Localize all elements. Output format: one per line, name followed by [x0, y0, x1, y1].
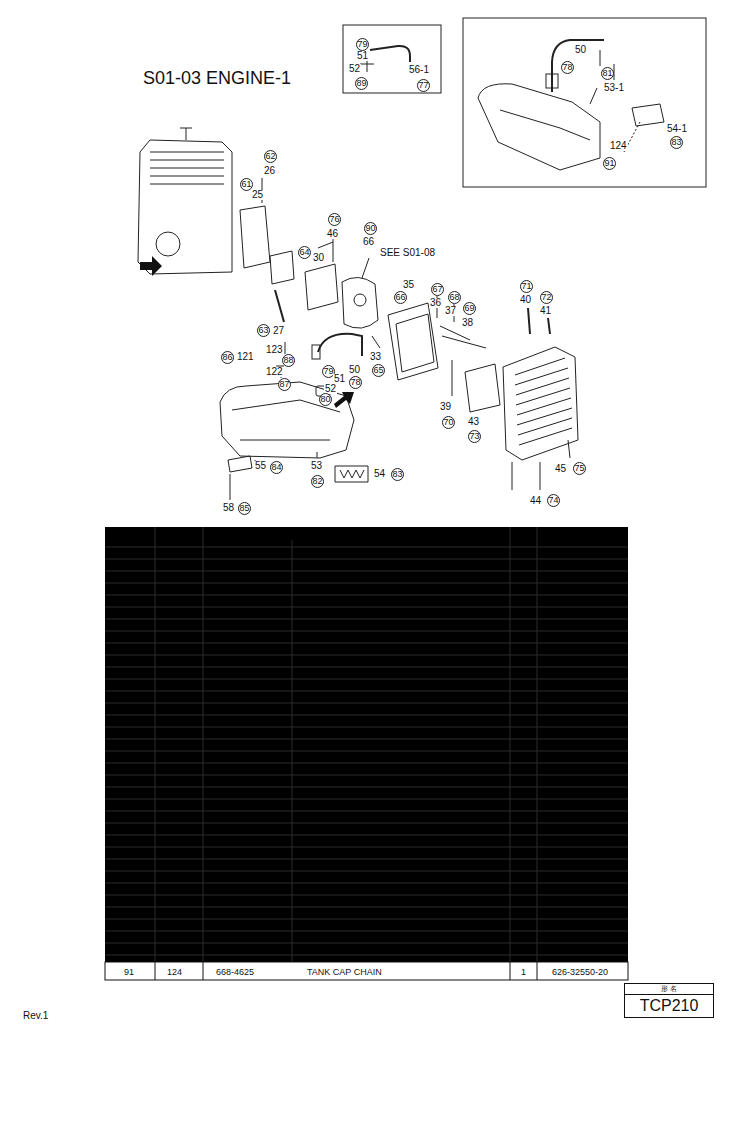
callout-number: 77 — [417, 79, 430, 92]
part-label: 50 — [348, 365, 361, 375]
part-label: 30 — [312, 253, 325, 263]
page-title: S01-03 ENGINE-1 — [143, 68, 291, 89]
callout-number: 82 — [311, 475, 324, 488]
part-label: 39 — [439, 402, 452, 412]
part-label: 41 — [539, 306, 552, 316]
part-label: 121 — [236, 352, 255, 362]
callout-number: 64 — [298, 246, 311, 259]
callout-number: 74 — [547, 494, 560, 507]
callout-number: 70 — [442, 416, 455, 429]
part-label: 123 — [265, 345, 284, 355]
part-label: 55 — [254, 461, 267, 471]
callout-number: 83 — [670, 136, 683, 149]
part-label: 45 — [554, 464, 567, 474]
callout-number: 62 — [264, 150, 277, 163]
part-label: 53-1 — [603, 83, 625, 93]
model-box: 形 名TCP210 — [624, 983, 714, 1018]
callout-number: 89 — [355, 77, 368, 90]
part-label: 35 — [402, 280, 415, 290]
callout-number: 79 — [356, 38, 369, 51]
callout-number: 81 — [601, 67, 614, 80]
inset-frame — [343, 25, 441, 93]
part-label: 53 — [310, 461, 323, 471]
callout-number: 80 — [319, 393, 332, 406]
part-label: 46 — [326, 229, 339, 239]
table-cell: TANK CAP CHAIN — [307, 968, 382, 977]
callout-number: 71 — [520, 280, 533, 293]
part-label: 122 — [265, 367, 284, 377]
parts-table — [105, 527, 628, 962]
part-label: SEE S01-08 — [379, 248, 436, 258]
part-label: 58 — [222, 503, 235, 513]
part-label: 124 — [609, 141, 628, 151]
callout-number: 91 — [603, 157, 616, 170]
callout-number: 76 — [328, 213, 341, 226]
part-label: 25 — [251, 190, 264, 200]
part-label: 51 — [356, 51, 369, 61]
table-cell: 91 — [124, 968, 134, 977]
table-cell: 1 — [521, 968, 526, 977]
callout-number: 88 — [282, 354, 295, 367]
part-label: 33 — [369, 352, 382, 362]
part-label: 27 — [272, 326, 285, 336]
part-label: 66 — [362, 237, 375, 247]
part-label: 44 — [529, 496, 542, 506]
callout-number: 78 — [349, 376, 362, 389]
part-label: 54-1 — [666, 124, 688, 134]
part-label: 37 — [444, 306, 457, 316]
callout-number: 65 — [372, 364, 385, 377]
part-label: 26 — [263, 166, 276, 176]
table-cell: 124 — [167, 968, 182, 977]
callout-number: 86 — [221, 351, 234, 364]
part-label: 43 — [467, 417, 480, 427]
part-label: 40 — [519, 295, 532, 305]
callout-number: 69 — [463, 302, 476, 315]
callout-number: 75 — [573, 462, 586, 475]
part-label: 36 — [429, 298, 442, 308]
part-label: 54 — [373, 469, 386, 479]
part-label: 56-1 — [408, 65, 430, 75]
part-label: Rev.1 — [22, 1011, 49, 1021]
callout-number: 84 — [270, 461, 283, 474]
callout-number: 90 — [364, 222, 377, 235]
part-label: 52 — [348, 64, 361, 74]
callout-number: 67 — [431, 283, 444, 296]
callout-number: 73 — [468, 430, 481, 443]
model-name: TCP210 — [625, 995, 713, 1017]
callout-number: 78 — [561, 61, 574, 74]
callout-number: 87 — [278, 378, 291, 391]
part-label: 38 — [461, 318, 474, 328]
callout-number: 63 — [257, 324, 270, 337]
part-label: 50 — [574, 45, 587, 55]
table-cell: 668-4625 — [216, 968, 254, 977]
callout-number: 68 — [448, 291, 461, 304]
table-cell: 626-32550-20 — [552, 968, 608, 977]
inset-frame — [463, 18, 706, 187]
callout-number: 83 — [391, 468, 404, 481]
callout-number: 72 — [540, 291, 553, 304]
callout-number: 85 — [238, 502, 251, 515]
callout-number: 66 — [394, 291, 407, 304]
part-label: 51 — [333, 374, 346, 384]
model-header: 形 名 — [625, 984, 713, 995]
